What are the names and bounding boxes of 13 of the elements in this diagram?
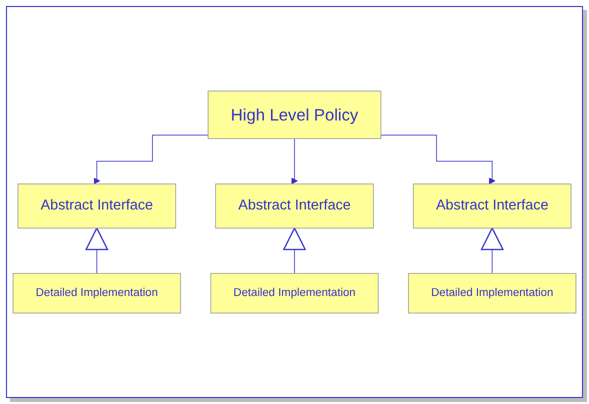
node-box: Detailed Implementation <box>210 273 379 314</box>
node-box: Abstract Interface <box>18 184 176 228</box>
arrow <box>93 134 208 184</box>
node-box: Detailed Implementation <box>12 273 181 314</box>
node-box: Abstract Interface <box>215 184 374 228</box>
arrow <box>85 227 108 274</box>
arrow <box>283 227 306 274</box>
node-box: Abstract Interface <box>412 184 572 228</box>
arrow <box>291 138 298 184</box>
arrow <box>380 134 496 184</box>
node-box: High Level Policy <box>208 90 382 139</box>
node-box: Detailed Implementation <box>408 273 576 314</box>
arrow <box>480 227 504 274</box>
